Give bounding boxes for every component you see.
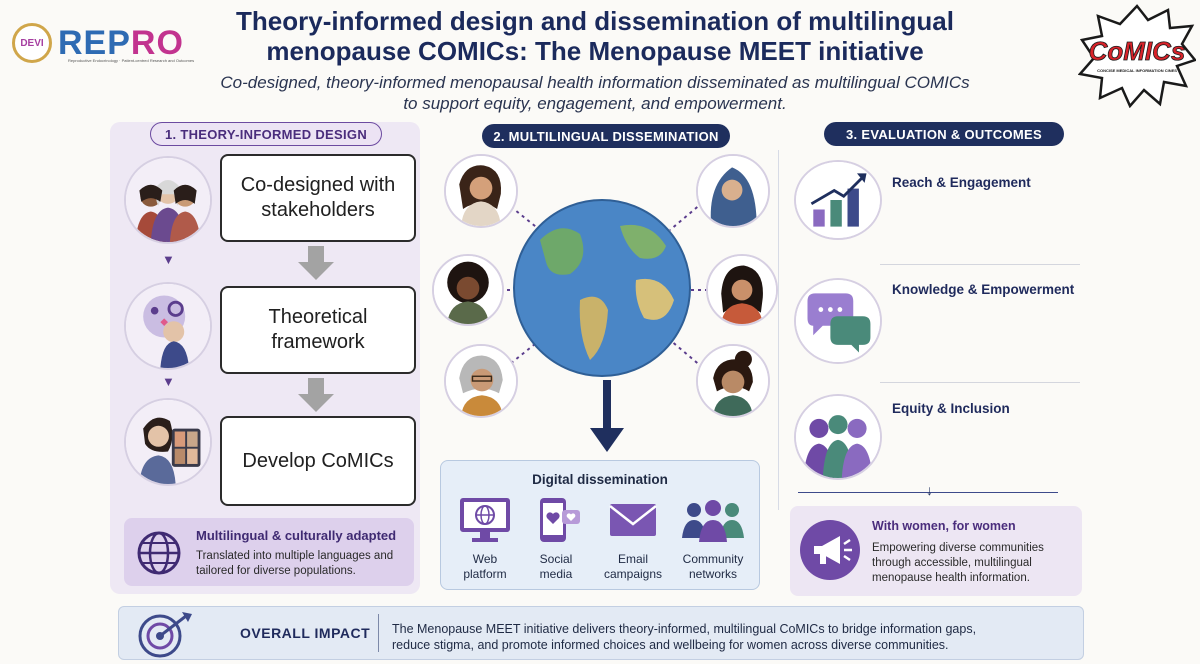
channel-web-platform: Web platform xyxy=(445,552,525,582)
page-title: Theory-informed design and dissemination… xyxy=(190,6,1000,66)
multilingual-callout-text: Translated into multiple languages and t… xyxy=(196,550,394,577)
repro-wordmark-a: REP xyxy=(58,24,131,62)
title-line-2: menopause COMICs: The Menopause MEET ini… xyxy=(266,36,924,66)
outcome-reach-engagement: Reach & Engagement xyxy=(892,175,1031,190)
stakeholders-group-portrait xyxy=(124,156,212,244)
repro-wordmark: REPRO xyxy=(58,26,184,60)
impact-text-line1: The Menopause MEET initiative delivers t… xyxy=(392,622,977,636)
target-icon xyxy=(138,612,192,658)
woman-portrait-afro xyxy=(432,254,504,326)
repro-logo: DEVI REPRO Reproductive Endocrinology · … xyxy=(12,20,194,66)
section-divider xyxy=(778,150,779,510)
outcome-divider xyxy=(880,382,1080,383)
channel-label-line1: Email xyxy=(617,552,648,566)
globe-icon xyxy=(137,531,181,575)
comics-logo-tagline: CONCISE MEDICAL INFORMATION CINES xyxy=(1097,68,1177,73)
women-group-icon xyxy=(794,394,882,480)
step-develop-comics: Develop CoMICs xyxy=(220,416,416,506)
envelope-icon xyxy=(609,504,657,536)
bar-chart-growth-icon xyxy=(794,160,882,240)
phone-heart-icon xyxy=(540,498,580,542)
people-group-icon xyxy=(682,500,744,542)
comics-logo-text: CoMICs xyxy=(1089,36,1186,66)
repro-wordmark-b: RO xyxy=(130,24,184,62)
woman-portrait-hijab xyxy=(696,154,770,228)
arrow-down-icon xyxy=(298,378,334,412)
multilingual-callout-title: Multilingual & culturally adapted xyxy=(196,528,397,543)
subtitle-line-1: Co-designed, theory-informed menopausal … xyxy=(220,73,970,92)
channel-label-line2: platform xyxy=(463,567,507,581)
outcome-divider xyxy=(880,264,1080,265)
arrow-down-icon: ▼ xyxy=(162,252,175,267)
arrow-down-icon: ↓ xyxy=(926,482,933,498)
impact-text-line2: reduce stigma, and promote informed choi… xyxy=(392,638,949,652)
step-theoretical-framework: Theoretical framework xyxy=(220,286,416,374)
outcome-equity-inclusion: Equity & Inclusion xyxy=(892,401,1010,416)
overall-impact-label: OVERALL IMPACT xyxy=(240,625,371,641)
thinking-woman-portrait xyxy=(124,282,212,370)
channel-social-media: Social media xyxy=(516,552,596,582)
channel-label-line2: campaigns xyxy=(603,567,663,581)
monitor-globe-icon xyxy=(460,498,510,542)
globe-network-illustration xyxy=(499,197,709,377)
section-2-heading: 2. MULTILINGUAL DISSEMINATION xyxy=(482,124,730,148)
overall-impact-text: The Menopause MEET initiative delivers t… xyxy=(392,621,992,653)
outcome-divider xyxy=(798,492,1058,493)
channel-label-line1: Social xyxy=(539,552,573,566)
impact-separator xyxy=(378,614,379,652)
channel-label-line1: Community xyxy=(682,552,744,566)
digital-dissemination-title: Digital dissemination xyxy=(532,472,668,487)
channel-community-networks: Community networks xyxy=(673,552,753,582)
speech-bubbles-icon xyxy=(794,278,882,364)
woman-portrait-bun xyxy=(696,344,770,418)
arrow-down-icon xyxy=(590,380,624,452)
woman-portrait-curly xyxy=(444,154,518,228)
arrow-down-icon xyxy=(298,246,334,280)
channel-label-line2: media xyxy=(539,567,573,581)
woman-portrait-grey-hair xyxy=(444,344,518,418)
section-3-heading: 3. EVALUATION & OUTCOMES xyxy=(824,122,1064,146)
page-subtitle: Co-designed, theory-informed menopausal … xyxy=(190,72,1000,114)
channel-label-line1: Web xyxy=(472,552,498,566)
overall-impact-bar xyxy=(118,606,1084,660)
channel-label-line2: networks xyxy=(688,567,738,581)
title-line-1: Theory-informed design and dissemination… xyxy=(236,6,954,36)
devi-badge: DEVI xyxy=(12,23,52,63)
woman-portrait-dark-hair xyxy=(706,254,778,326)
step-co-designed: Co-designed with stakeholders xyxy=(220,154,416,242)
megaphone-icon xyxy=(800,520,860,580)
repro-tagline: Reproductive Endocrinology · Patient-cen… xyxy=(68,58,195,63)
comics-logo: CoMICs CONCISE MEDICAL INFORMATION CINES xyxy=(1078,4,1196,108)
channel-email-campaigns: Email campaigns xyxy=(593,552,673,582)
section-1-heading: 1. THEORY-INFORMED DESIGN xyxy=(150,122,382,146)
subtitle-line-2: to support equity, engagement, and empow… xyxy=(403,94,787,113)
outcome-knowledge-empowerment: Knowledge & Empowerment xyxy=(892,282,1075,297)
with-women-title: With women, for women xyxy=(872,519,1016,533)
arrow-down-icon: ▼ xyxy=(162,374,175,389)
tablet-woman-portrait xyxy=(124,398,212,486)
with-women-text: Empowering diverse communities through a… xyxy=(872,542,1044,584)
